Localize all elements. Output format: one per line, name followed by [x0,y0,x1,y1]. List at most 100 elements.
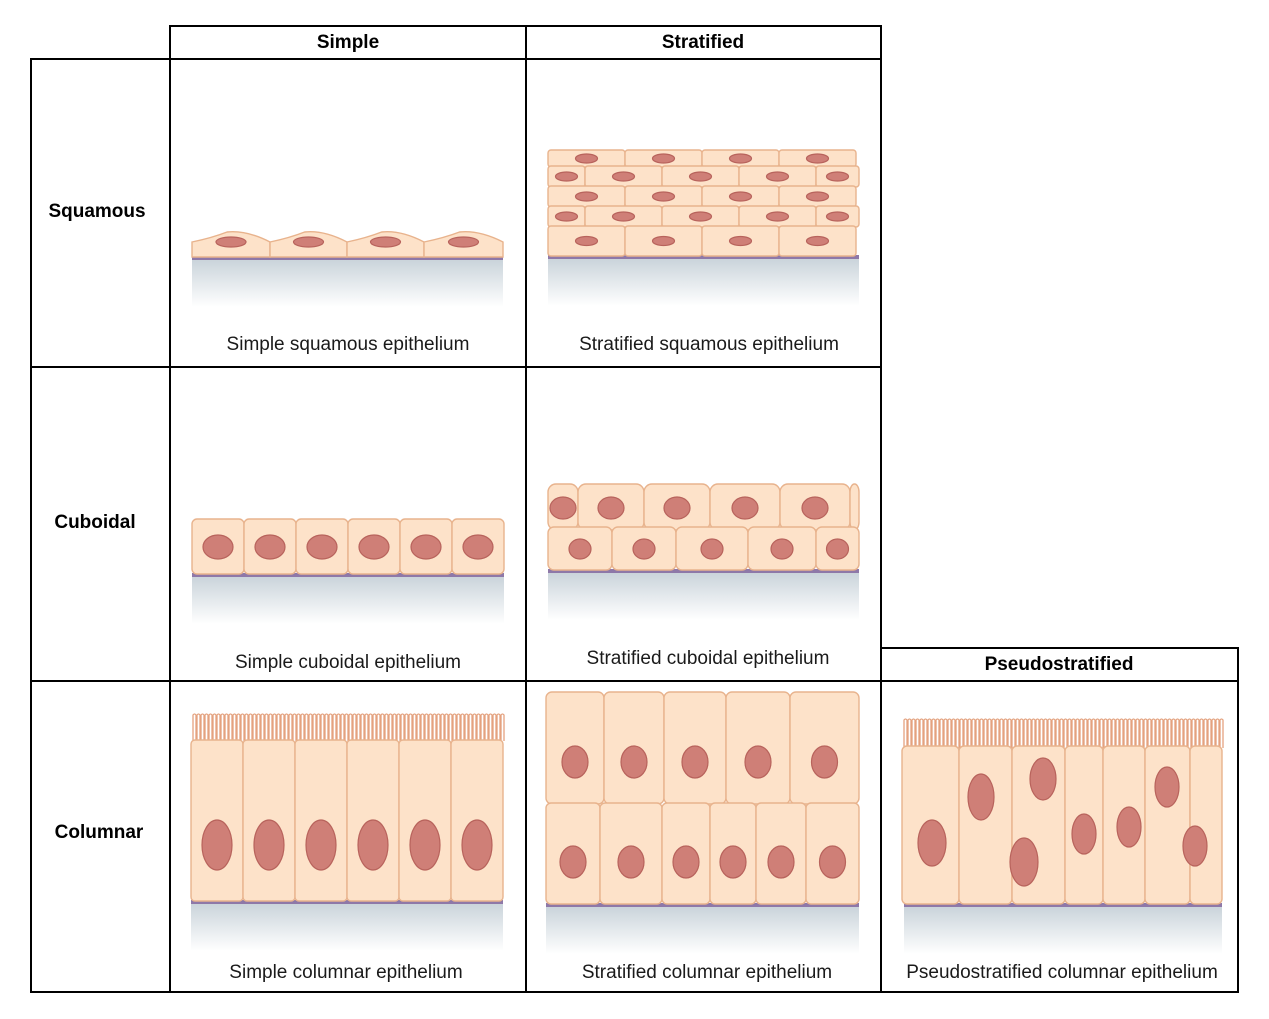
cell-nucleus [597,496,625,520]
cell-nucleus [202,534,234,560]
caption-simple-cuboidal: Simple cuboidal epithelium [235,652,461,673]
column-header-pseudostratified: Pseudostratified [985,654,1134,675]
cell-nucleus [801,496,829,520]
cell-nucleus [632,538,656,560]
cell-nucleus [462,534,494,560]
cell-nucleus [201,819,233,871]
row-header-squamous: Squamous [48,201,145,222]
caption-simple-columnar: Simple columnar epithelium [229,962,462,983]
cell-nucleus [574,191,599,202]
cell-nucleus [1116,806,1142,848]
cell-nucleus [805,191,830,202]
caption-pseudostratified-columnar: Pseudostratified columnar epithelium [906,962,1218,983]
cell-nucleus [825,538,850,560]
cell-nucleus [305,819,337,871]
simple-cuboidal-illustration [191,518,505,624]
cell-nucleus [967,773,995,821]
cell-nucleus [1182,825,1208,867]
connective-tissue [548,258,859,306]
cell-nucleus [611,211,636,222]
caption-stratified-squamous: Stratified squamous epithelium [579,334,839,355]
cell-nucleus [663,496,691,520]
cell-nucleus [810,745,839,779]
basement-membrane [548,255,859,259]
cilia [348,713,401,741]
cell-nucleus [688,171,713,182]
caption-stratified-cuboidal: Stratified cuboidal epithelium [587,648,830,669]
cilia [903,718,1224,748]
basement-membrane [192,573,504,577]
cell-nucleus [447,236,480,248]
cell-nucleus [805,153,830,164]
cell-nucleus [719,845,747,879]
cell-nucleus [1029,757,1057,801]
pseudostratified-columnar-illustration [901,718,1224,954]
basement-membrane [548,569,859,573]
row-header-cuboidal: Cuboidal [54,512,135,533]
simple-columnar-illustration [190,713,505,951]
cell-nucleus [688,211,713,222]
cilia [296,713,349,741]
cell-nucleus [744,745,772,779]
column-header-stratified: Stratified [662,32,744,53]
cell-nucleus [1154,766,1180,808]
table-grid [30,25,1239,993]
basement-membrane [191,900,503,904]
cell-nucleus [554,211,579,222]
cilia [192,713,245,741]
cilia [244,713,297,741]
cell-nucleus [728,153,753,164]
cilia [452,713,505,741]
cell-nucleus [805,235,830,247]
basement-membrane [546,903,859,907]
cell-nucleus [651,235,676,247]
cell-nucleus [767,845,795,879]
cell-nucleus [728,191,753,202]
cell-nucleus [825,211,850,222]
cell-nucleus [574,153,599,164]
cell-nucleus [617,845,645,879]
basement-membrane [904,903,1222,907]
cell-nucleus [700,538,724,560]
cell-nucleus [818,845,847,879]
cell-nucleus [461,819,493,871]
cell-nucleus [1009,837,1039,887]
cell-nucleus [409,819,441,871]
connective-tissue [548,572,859,620]
connective-tissue [546,906,859,954]
cell-nucleus [728,235,753,247]
cell-nucleus [559,845,587,879]
column-header-simple: Simple [317,32,379,53]
epithelial-cell [849,483,860,531]
stratified-cuboidal-illustration [547,483,860,620]
cell-nucleus [765,171,790,182]
cell-nucleus [254,534,286,560]
cell-nucleus [369,236,402,248]
connective-tissue [191,903,503,951]
cell-nucleus [731,496,759,520]
cell-nucleus [568,538,592,560]
cell-nucleus [1071,813,1097,855]
cell-nucleus [215,236,247,248]
epithelial-cell [1189,745,1223,905]
cell-nucleus [253,819,285,871]
cell-nucleus [681,745,709,779]
cell-nucleus [917,819,947,867]
basement-membrane [192,256,503,260]
simple-squamous-illustration [191,231,504,307]
caption-simple-squamous: Simple squamous epithelium [227,334,470,355]
row-header-columnar: Columnar [55,822,144,843]
cell-nucleus [672,845,700,879]
connective-tissue [904,906,1222,954]
cell-nucleus [611,171,636,182]
cell-nucleus [306,534,338,560]
cell-nucleus [651,191,676,202]
connective-tissue [192,259,503,307]
cell-nucleus [357,819,389,871]
stratified-columnar-illustration [545,691,860,954]
epithelial-cell [958,745,1013,905]
connective-tissue [192,576,504,624]
stratified-squamous-illustration [547,149,860,306]
cell-nucleus [825,171,850,182]
